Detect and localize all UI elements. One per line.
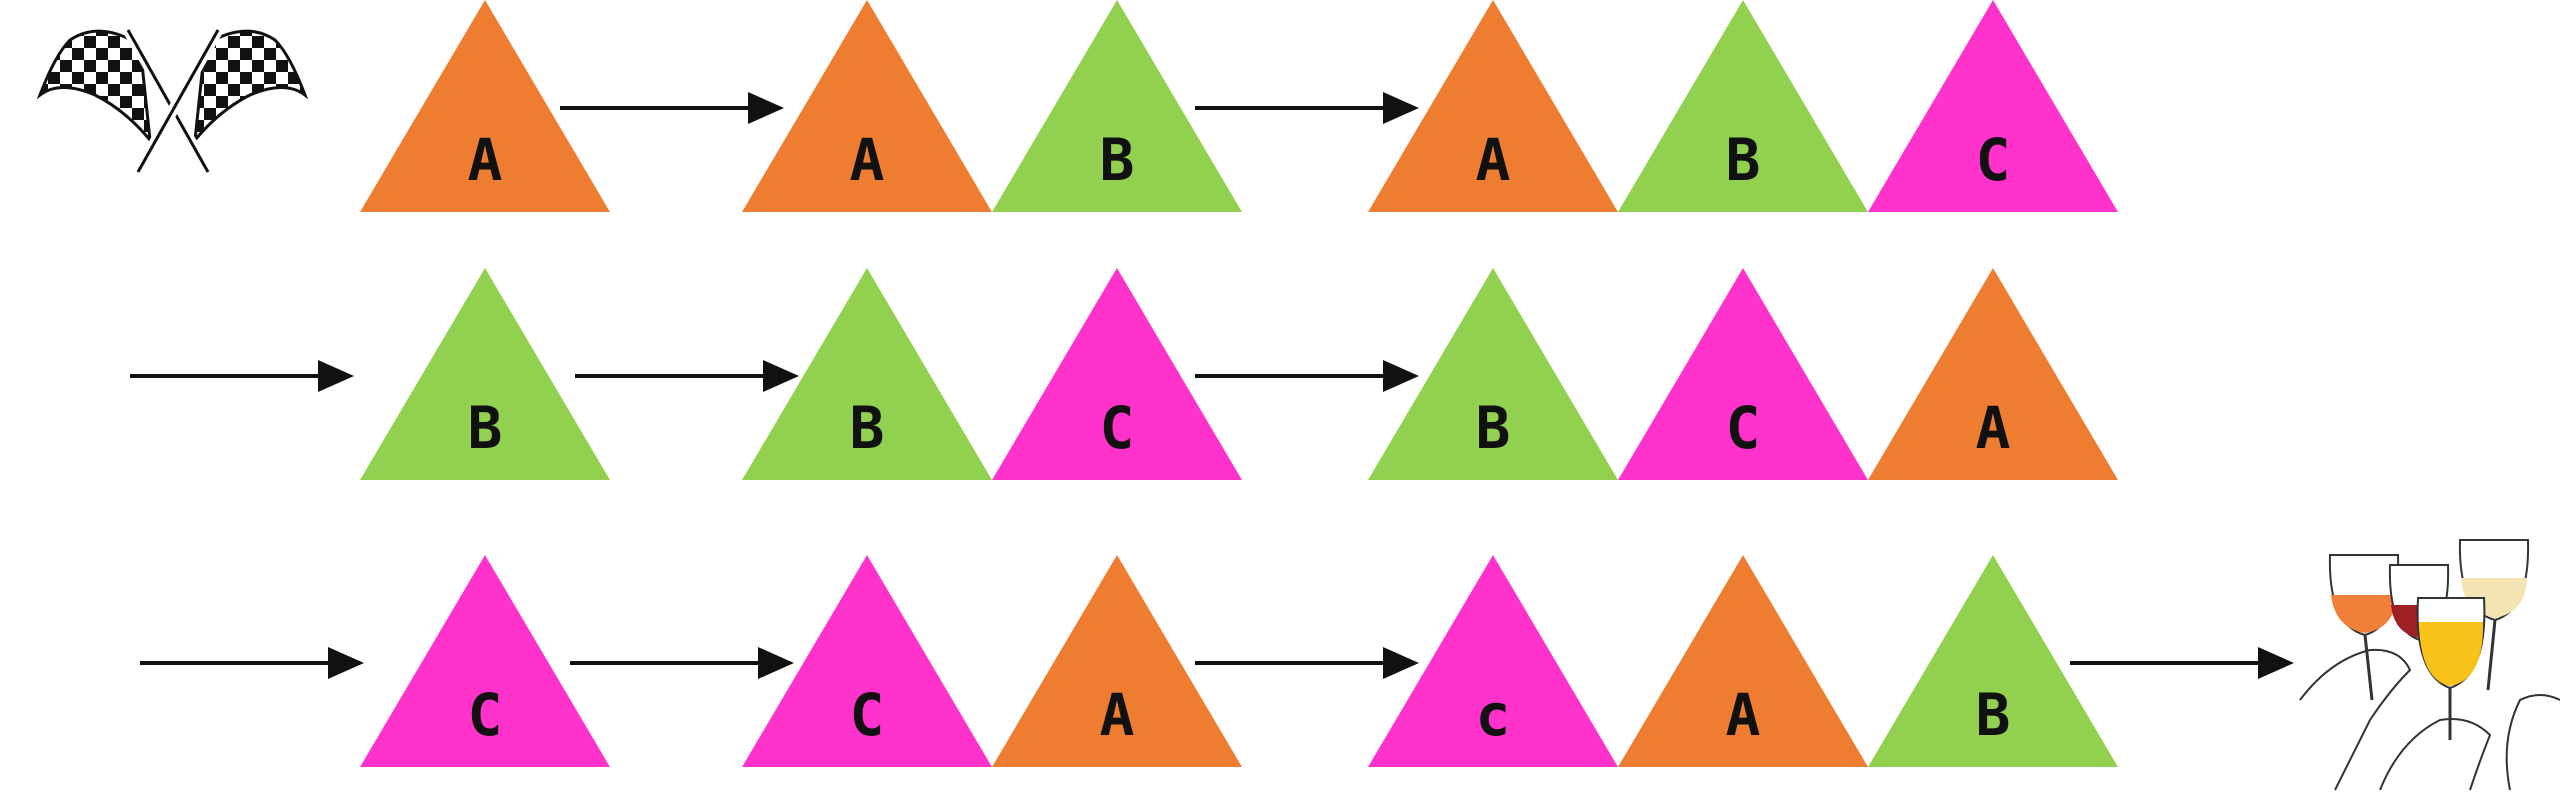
triangle-c: C: [1618, 268, 1868, 480]
triangle-label: A: [850, 126, 885, 194]
triangle-shape: [742, 268, 992, 480]
triangle-b: B: [360, 268, 610, 480]
triangle-shape: [1368, 555, 1618, 767]
triangle-label: C: [468, 681, 503, 749]
triangle-label: B: [1100, 126, 1135, 194]
triangle-b: B: [1368, 268, 1618, 480]
triangle-shape: [992, 555, 1242, 767]
triangle-b: B: [992, 0, 1242, 212]
triangle-label: c: [1476, 681, 1511, 749]
triangle-shape: [1868, 268, 2118, 480]
triangle-label: C: [1726, 394, 1761, 462]
triangle-c: C: [992, 268, 1242, 480]
triangle-a: A: [992, 555, 1242, 767]
triangle-shape: [1618, 0, 1868, 212]
triangle-shape: [1868, 0, 2118, 212]
triangle-c: C: [742, 555, 992, 767]
triangle-c: c: [1368, 555, 1618, 767]
triangle-label: A: [1726, 681, 1761, 749]
triangle-label: B: [1476, 394, 1511, 462]
triangle-c: C: [1868, 0, 2118, 212]
triangle-label: B: [1976, 681, 2011, 749]
triangle-shape: [1368, 0, 1618, 212]
checkered-flags-icon: [36, 27, 309, 175]
triangle-b: B: [1868, 555, 2118, 767]
triangle-shape: [360, 268, 610, 480]
triangle-label: C: [1976, 126, 2011, 194]
triangle-shape: [992, 268, 1242, 480]
triangle-c: C: [360, 555, 610, 767]
triangle-label: C: [1100, 394, 1135, 462]
triangle-a: A: [1618, 555, 1868, 767]
triangle-shape: [992, 0, 1242, 212]
triangle-shape: [1618, 555, 1868, 767]
triangle-label: B: [468, 394, 503, 462]
triangle-label: A: [1100, 681, 1135, 749]
wine-glasses-toast-icon: [2299, 539, 2560, 791]
triangle-shape: [1618, 268, 1868, 480]
triangle-shape: [1368, 268, 1618, 480]
triangle-label: A: [1976, 394, 2011, 462]
triangle-b: B: [742, 268, 992, 480]
triangle-shape: [1868, 555, 2118, 767]
triangle-shape: [742, 0, 992, 212]
triangle-a: A: [742, 0, 992, 212]
triangle-label: B: [1726, 126, 1761, 194]
triangle-label: A: [468, 126, 503, 194]
triangle-label: A: [1476, 126, 1511, 194]
triangle-a: A: [1868, 268, 2118, 480]
triangle-shape: [360, 555, 610, 767]
triangle-label: B: [850, 394, 885, 462]
triangle-shape: [742, 555, 992, 767]
triangle-a: A: [1368, 0, 1618, 212]
triangle-label: C: [850, 681, 885, 749]
triangle-b: B: [1618, 0, 1868, 212]
triangle-a: A: [360, 0, 610, 212]
triangle-shape: [360, 0, 610, 212]
